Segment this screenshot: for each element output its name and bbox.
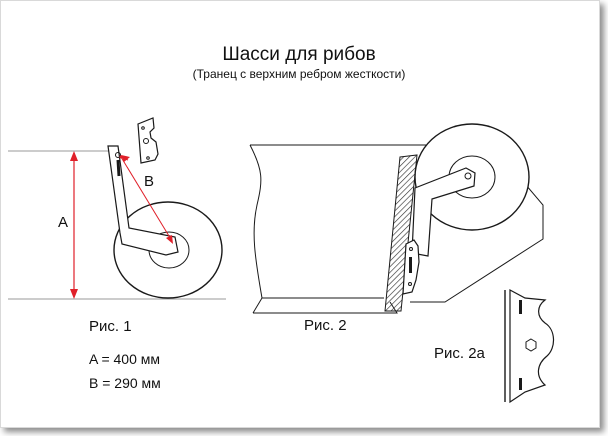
fig2-bracket-hole xyxy=(408,282,412,286)
fig2-transom xyxy=(384,154,418,312)
figure-1-label: Рис. 1 xyxy=(89,318,132,335)
figure-2-label: Рис. 2 xyxy=(304,317,347,334)
fig1-strut xyxy=(107,145,179,256)
fig2-hull-bottom xyxy=(252,297,398,314)
figure-2 xyxy=(249,123,544,314)
dimension-a-arrow xyxy=(70,151,78,299)
diagram-title: Шасси для рибов xyxy=(222,44,376,65)
fig2-strut xyxy=(411,167,476,257)
hex-bolt-icon xyxy=(525,338,537,352)
fig1-strut-slot xyxy=(116,159,121,177)
fig1-bracket-hole xyxy=(141,126,145,130)
fig2-strut-pivot xyxy=(464,172,472,180)
figure-2a-label: Рис. 2а xyxy=(434,345,485,362)
dimension-b-value: B = 290 мм xyxy=(89,375,161,391)
dimension-b-label: B xyxy=(144,173,155,190)
fig2-bracket-hole xyxy=(409,247,413,251)
fig2a-slot xyxy=(519,300,522,314)
fig2-hull-breakline xyxy=(249,144,263,299)
fig1-bracket-hole xyxy=(143,138,149,144)
diagram-subtitle: (Транец с верхним ребром жесткости) xyxy=(192,67,406,81)
dimension-b-arrow xyxy=(119,155,173,244)
dimension-a-value: A = 400 мм xyxy=(89,351,161,367)
fig1-strut-pivot xyxy=(115,152,121,158)
figure-1 xyxy=(8,117,226,300)
fig2a-slot xyxy=(519,378,522,390)
figure-2a xyxy=(504,289,555,404)
fig1-bracket-hole xyxy=(146,156,150,160)
dimension-a-label: A xyxy=(58,214,69,231)
fig2a-bracket xyxy=(509,289,555,404)
fig2-bracket-slot xyxy=(409,257,412,273)
